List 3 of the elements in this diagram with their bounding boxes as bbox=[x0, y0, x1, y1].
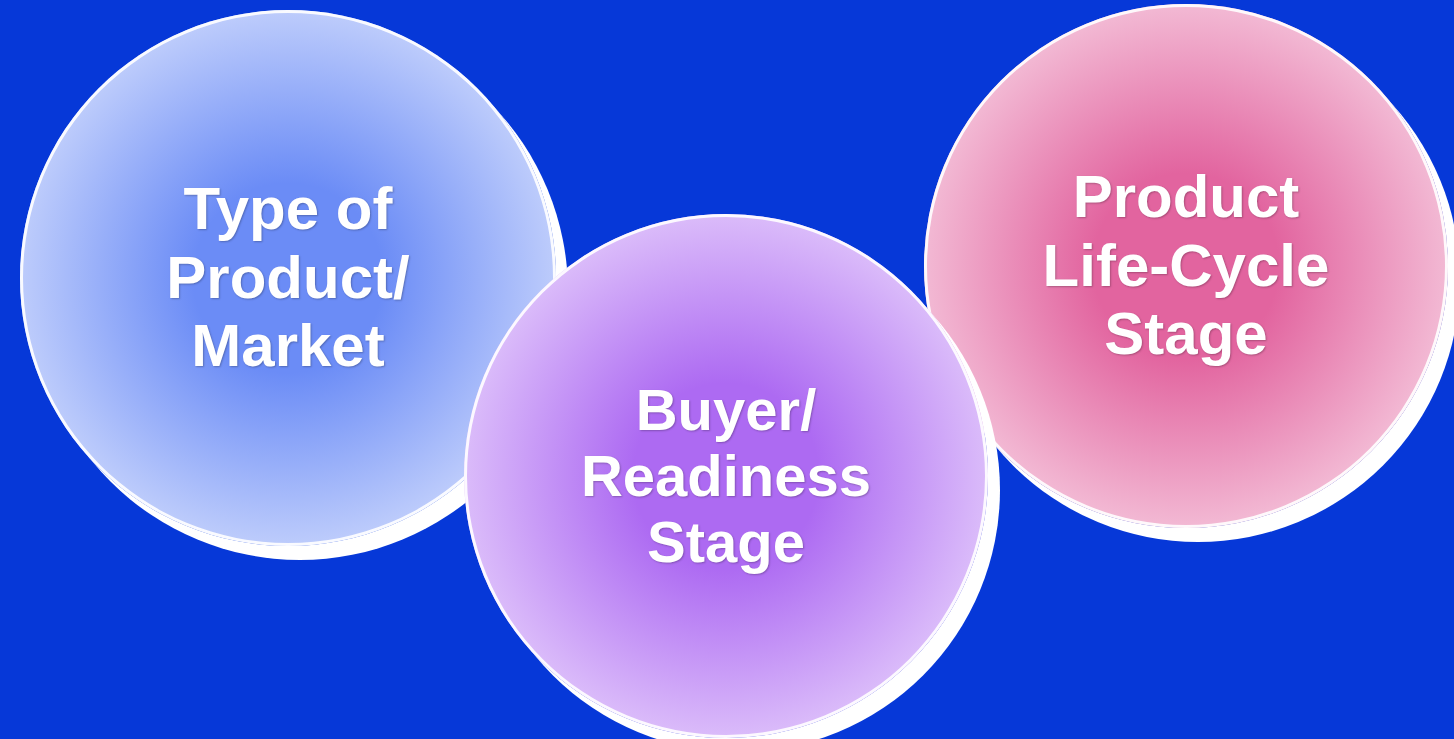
circle-label: Buyer/ Readiness Stage bbox=[579, 376, 873, 576]
circle-label: Product Life-Cycle Stage bbox=[1041, 163, 1331, 369]
circle-label: Type of Product/ Market bbox=[165, 175, 411, 381]
